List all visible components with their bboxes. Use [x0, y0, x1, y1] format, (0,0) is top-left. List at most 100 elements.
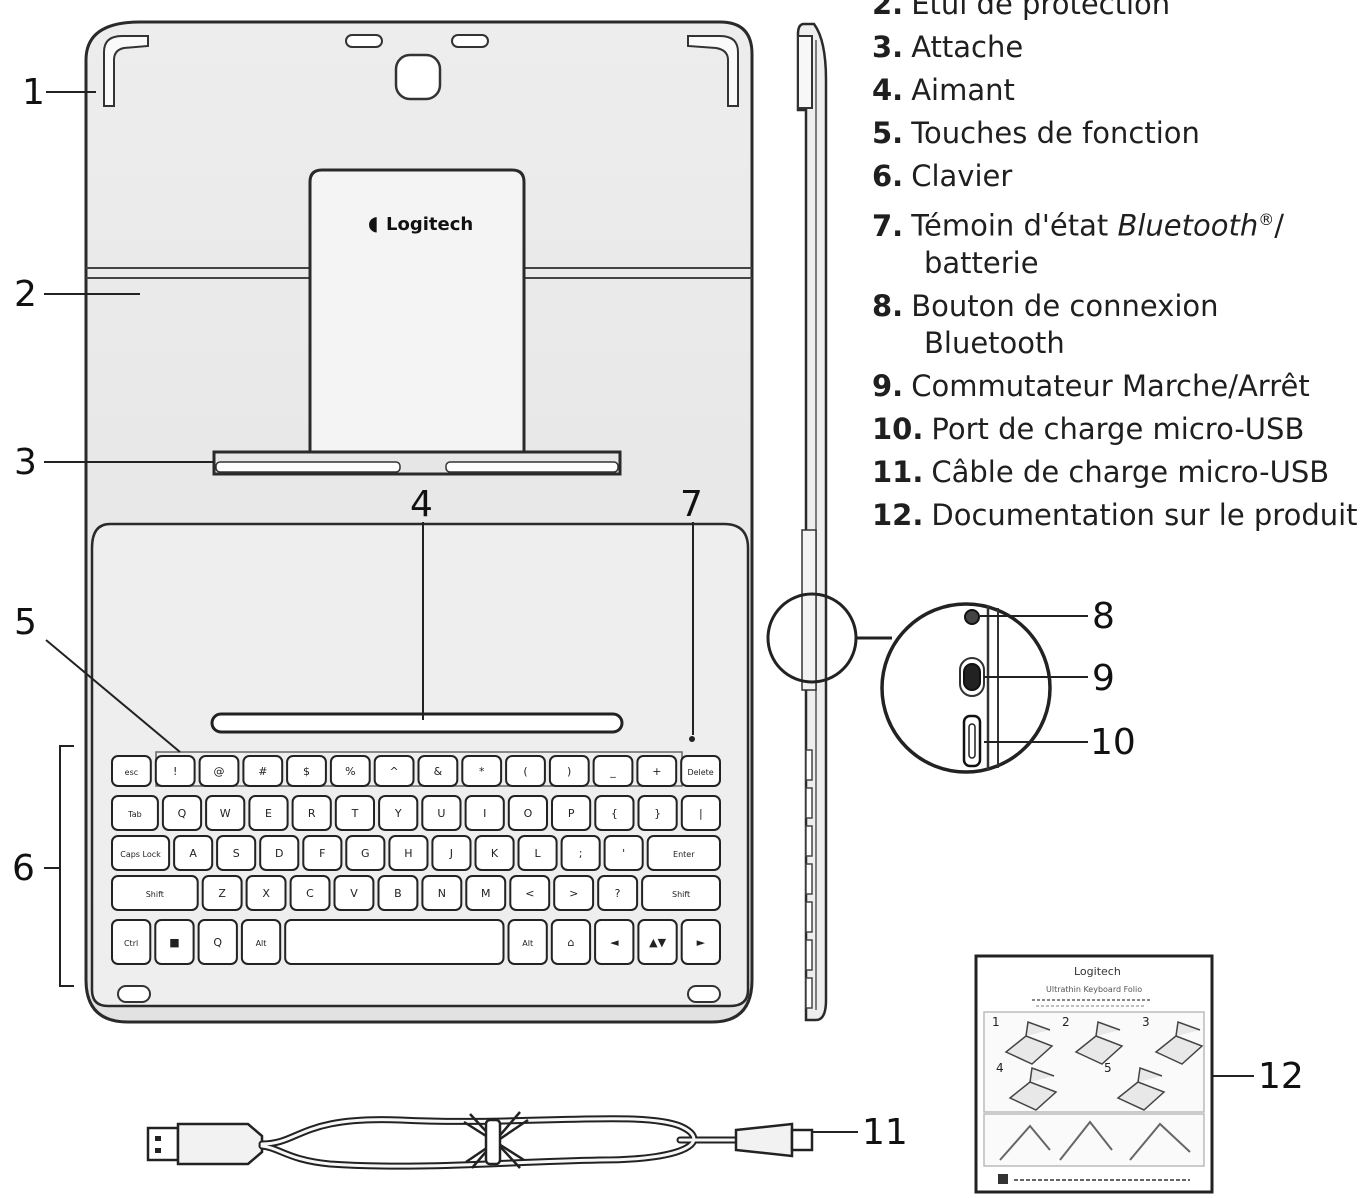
keyboard-key [646, 835, 722, 871]
callout-3: 3 [14, 442, 37, 483]
keyboard-key-label: Y [394, 807, 402, 820]
keyboard-key [173, 835, 214, 871]
attache-foot-right [445, 461, 619, 473]
legend-item-7: 7.Témoin d'état Bluetooth®/batterie [872, 208, 1284, 280]
keyboard-key-label: ' [622, 847, 625, 860]
keyboard-key-label: R [308, 807, 316, 820]
micro-usb-plug [790, 1128, 814, 1152]
foot-left [117, 985, 151, 1003]
keyboard-key-label: H [404, 847, 412, 860]
keyboard-key [505, 755, 546, 787]
tablet-holder [308, 168, 526, 457]
cable-loop-inner [260, 1117, 738, 1168]
keyboard-key [329, 755, 371, 787]
keyboard-key [680, 795, 721, 831]
usb-a-plug [146, 1126, 180, 1162]
side-port-strip [801, 529, 817, 691]
keyboard-key-label: O [524, 807, 533, 820]
leader-6-bracket [44, 745, 74, 987]
status-led [689, 736, 695, 742]
side-key-bump [805, 901, 813, 933]
keyboard-key-label: T [351, 807, 359, 820]
doc-step-illustration [1008, 1066, 1058, 1111]
side-key-bump [805, 863, 813, 895]
logitech-logo: ◖ Logitech [368, 211, 473, 235]
usb-a-body [176, 1122, 264, 1166]
port-detail-zoom [880, 602, 1052, 774]
keyboard-key-label: C [306, 887, 314, 900]
callouts [44, 91, 1254, 1133]
keyboard-key-label: esc [125, 768, 139, 777]
usb-a-hole-2 [155, 1148, 161, 1153]
keyboard-key-label: Alt [522, 939, 533, 948]
camera-cutout [394, 53, 442, 101]
keyboard-key-label: W [220, 807, 231, 820]
keyboard-key-label: S [233, 847, 240, 860]
keyboard-key-label: _ [609, 765, 616, 778]
logo-icon: ◖ [368, 211, 379, 235]
keyboard-key [291, 795, 332, 831]
keyboard-key [242, 755, 284, 787]
keyboard-key [560, 835, 601, 871]
keyboard-key [507, 919, 548, 965]
keyboard-key [345, 835, 386, 871]
keyboard-key-label: I [483, 807, 486, 820]
doc-footer-icon [998, 1174, 1008, 1184]
keyboard-key [550, 919, 592, 965]
logo-text: Logitech [386, 214, 473, 235]
legend-item-11: 11.Câble de charge micro-USB [872, 454, 1330, 489]
keyboard-key [111, 875, 199, 911]
keyboard-key-label: * [479, 765, 485, 778]
callout-12: 12 [1258, 1056, 1304, 1097]
keyboard-key-label: > [569, 887, 578, 900]
keyboard-key [111, 835, 171, 871]
keyboard-key [551, 795, 592, 831]
speaker-slot-left [345, 34, 383, 48]
side-key-bump [805, 787, 813, 819]
side-key-bump [805, 939, 813, 971]
keyboard-key [154, 755, 196, 787]
legend-list: 2.Etui de protection 3.Attache 4.Aimant … [872, 0, 1362, 540]
keyboard-key-label: P [568, 807, 575, 820]
side-key-bumps [805, 749, 813, 1009]
keyboard-key [302, 835, 343, 871]
doc-step-number: 1 [992, 1015, 1000, 1029]
keyboard-key-label: + [652, 765, 661, 778]
side-key-bump [805, 749, 813, 781]
keyboard-key [465, 875, 507, 911]
connect-button [964, 609, 980, 625]
keyboard-key [201, 875, 243, 911]
callout-6: 6 [12, 848, 35, 889]
keyboard-key-label: J [449, 847, 453, 860]
doc-step-illustration [1074, 1020, 1124, 1065]
keyboard-key [517, 835, 558, 871]
keyboard-key-label: ► [697, 936, 706, 949]
legend-item-6: 6.Clavier [872, 159, 1013, 193]
leader-5 [45, 639, 181, 753]
callout-2: 2 [14, 274, 37, 315]
usb-cable [146, 1111, 814, 1170]
keyboard-key-label: ^ [389, 765, 398, 778]
keyboard-key [373, 755, 415, 787]
keyboard-key-label: Tab [127, 810, 142, 819]
legend-item-12: 12.Documentation sur le produit [872, 497, 1358, 532]
keyboard-key [388, 835, 429, 871]
speaker-slot-right [451, 34, 489, 48]
foot-right [687, 985, 721, 1003]
usb-port-inner [968, 723, 976, 759]
doc-title: Ultrathin Keyboard Folio [1046, 985, 1142, 994]
keyboard-key-label: Q [213, 936, 222, 949]
keyboard-key-label: Caps Lock [120, 850, 161, 859]
side-key-bump [805, 825, 813, 857]
keyboard-key [509, 875, 551, 911]
keyboard-key [680, 755, 722, 787]
keyboard-key [111, 755, 152, 787]
callout-10: 10 [1090, 722, 1136, 763]
keyboard-key-label: ◄ [610, 936, 619, 949]
keyboard-key-label: Delete [687, 768, 713, 777]
keyboard-key [161, 795, 203, 831]
keyboard-key-label: ) [567, 765, 571, 778]
keyboard-key [240, 919, 282, 965]
keyboard-key [464, 795, 505, 831]
